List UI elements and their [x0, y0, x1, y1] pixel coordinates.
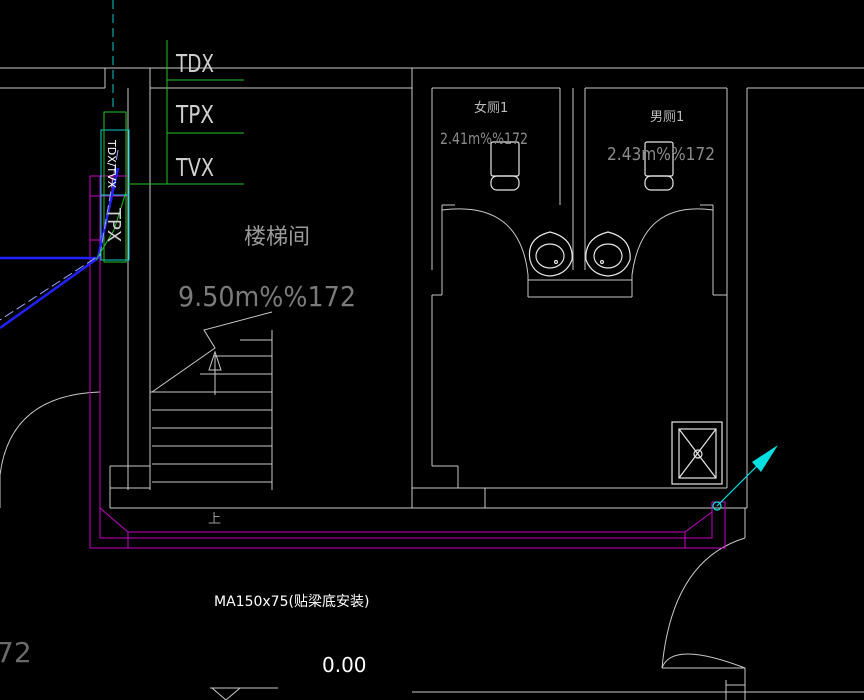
riser-label-tpx: TPX — [175, 100, 214, 129]
arrow-icon — [712, 445, 778, 511]
vertical-tag-one: TDX/TVX — [105, 139, 118, 189]
stair-up-label: 上 — [208, 512, 221, 527]
walls — [0, 67, 864, 700]
female-room-area: 2.41m%%172 — [440, 129, 528, 148]
sink-right — [585, 231, 631, 277]
riser-label-tvx: TVX — [175, 153, 214, 182]
room-labels: 楼梯间 9.50m%%172 上 女厕1 2.41m%%172 男厕1 2.43… — [178, 100, 715, 527]
sink-left — [528, 231, 573, 277]
conduit-lines — [0, 149, 127, 330]
stair-direction-arrow — [208, 350, 222, 395]
floor-drain-icon — [671, 421, 723, 485]
stair-treads — [150, 311, 273, 490]
toilet-female — [490, 141, 520, 191]
cable-tray — [89, 175, 726, 549]
tray-spec-label: MA150x75(贴梁底安装) — [214, 594, 369, 610]
annotations: MA150x75(贴梁底安装) 0.00 72 — [0, 594, 369, 677]
female-room-name: 女厕1 — [474, 100, 508, 116]
male-room-name: 男厕1 — [650, 110, 684, 125]
stair-room-area: 9.50m%%172 — [178, 280, 356, 313]
riser-labels: TDX TPX TVX — [175, 49, 214, 182]
vertical-tags: TDX/TVX TPX — [103, 139, 124, 242]
riser-leaders — [128, 40, 244, 185]
toilet-male — [644, 141, 674, 191]
elevation-label: 0.00 — [322, 653, 367, 677]
stair-room-name: 楼梯间 — [244, 225, 310, 250]
male-room-area: 2.43m%%172 — [607, 144, 715, 165]
riser-label-tdx: TDX — [175, 49, 214, 78]
riser-shaft — [100, 111, 130, 263]
edge-fragment-label: 72 — [0, 636, 32, 669]
vertical-tag-two: TPX — [103, 207, 124, 242]
